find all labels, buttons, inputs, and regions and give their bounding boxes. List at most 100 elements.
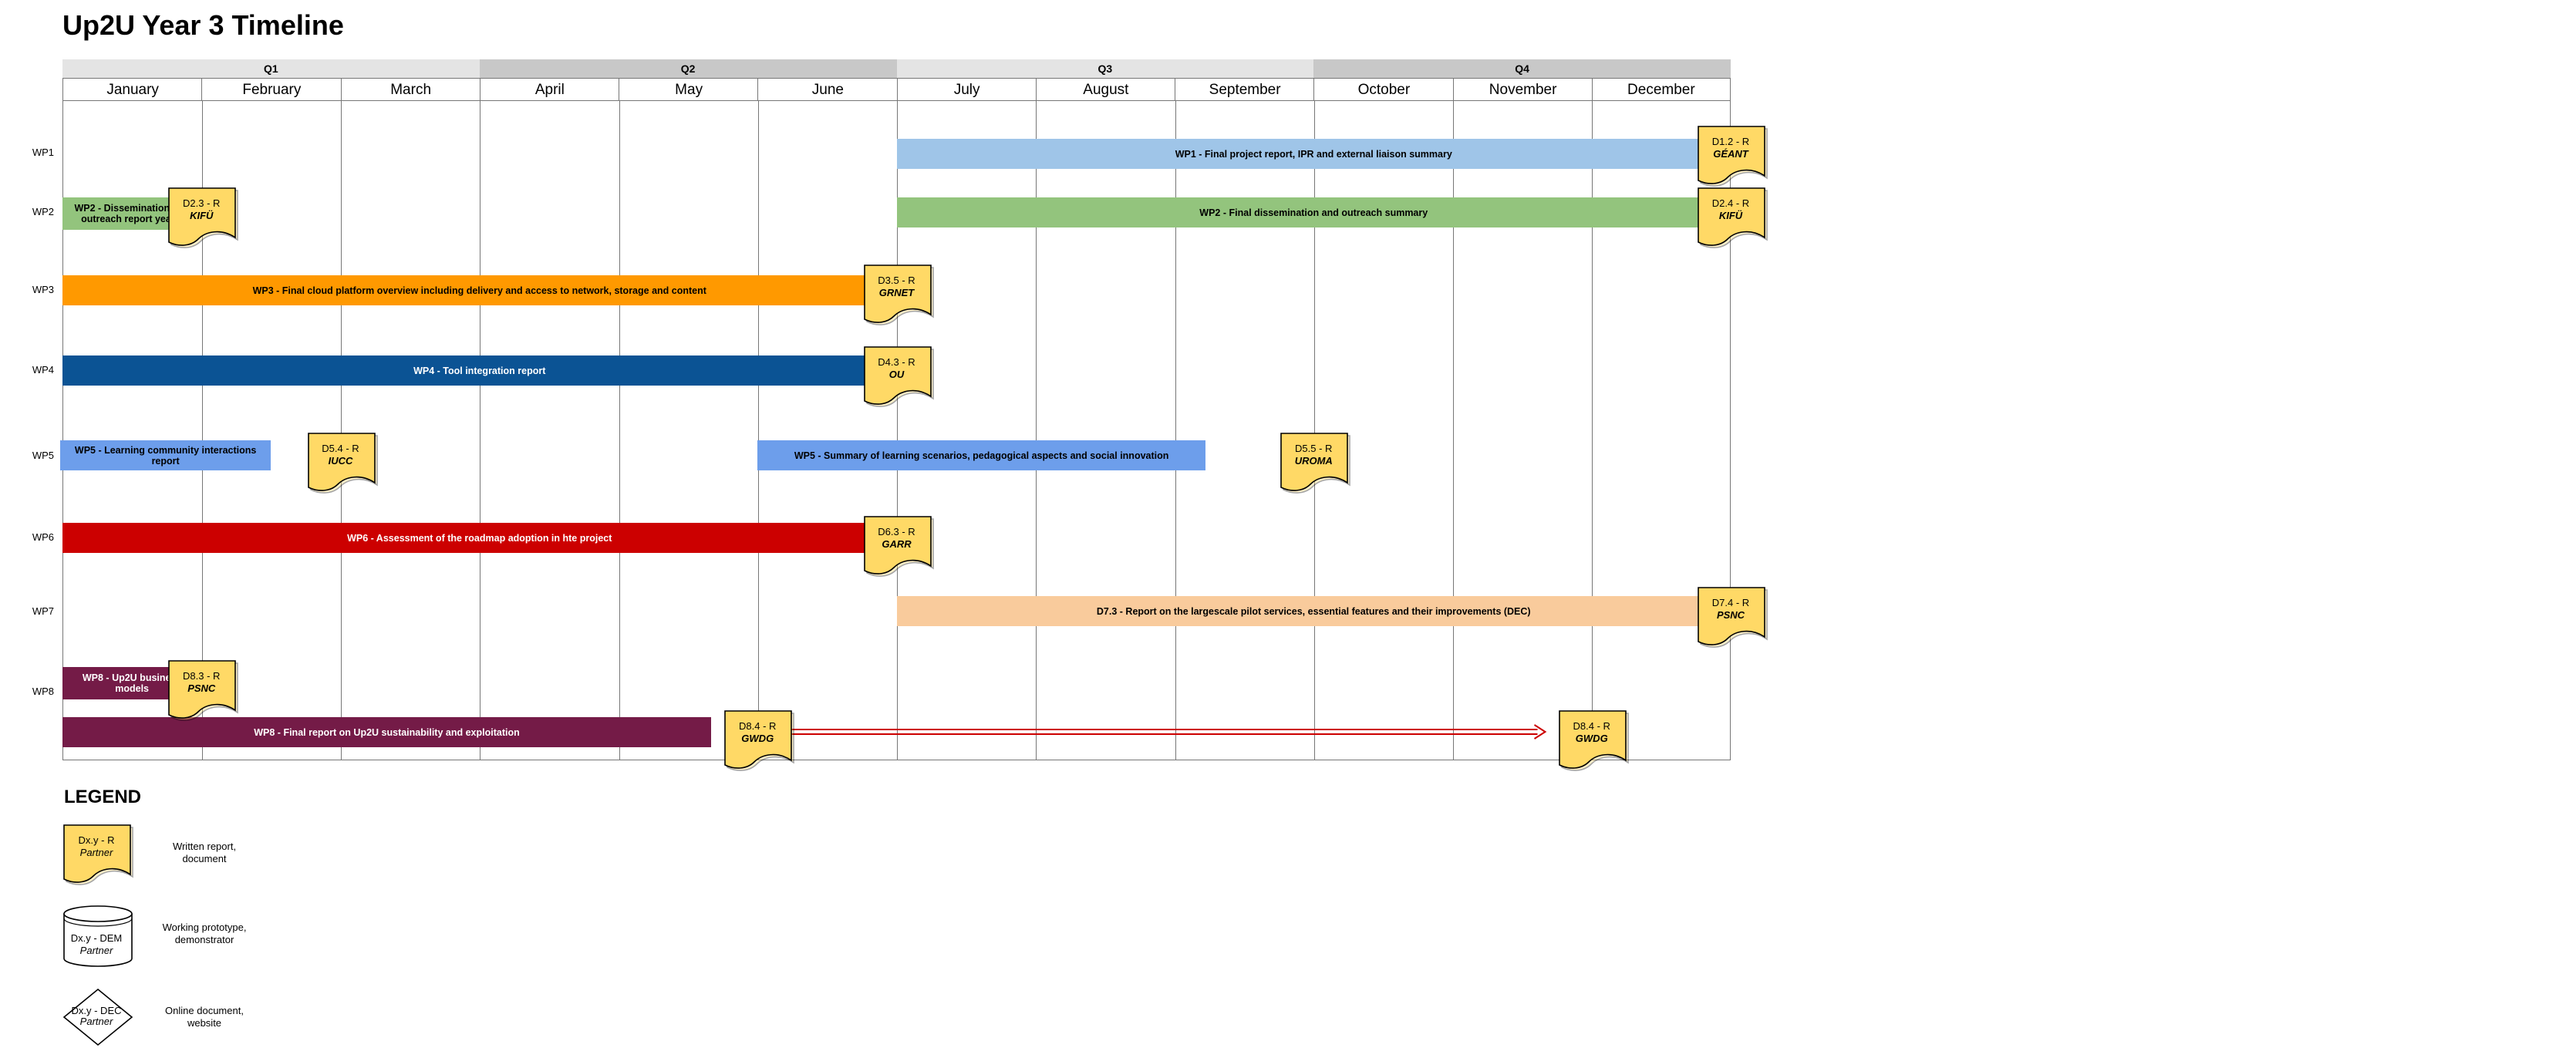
- legend-description-line: website: [187, 1017, 222, 1029]
- month-gridline: [201, 101, 203, 760]
- month-header-november: November: [1452, 78, 1593, 101]
- deliverable-partner: GÉANT: [1713, 148, 1748, 160]
- deliverable-code: D5.4 - R: [322, 443, 359, 454]
- legend-code: Dx.y - R: [78, 834, 115, 846]
- arrow-head: [1533, 724, 1547, 740]
- wp-label-wp3: WP3: [32, 284, 54, 295]
- month-gridline: [1036, 101, 1037, 760]
- bar-wp1-final: WP1 - Final project report, IPR and exte…: [896, 139, 1731, 169]
- month-header-february: February: [201, 78, 342, 101]
- month-gridline: [1592, 101, 1593, 760]
- deliverable-code: D2.3 - R: [183, 197, 221, 209]
- month-header-january: January: [62, 78, 203, 101]
- month-header-october: October: [1313, 78, 1454, 101]
- deliverable-partner: KIFÜ: [190, 210, 214, 221]
- deliverable-partner: PSNC: [1716, 609, 1745, 621]
- deliverable-code: D2.4 - R: [1711, 197, 1750, 209]
- month-gridline: [619, 101, 620, 760]
- legend-code: Dx.y - DEC: [71, 1005, 122, 1016]
- month-header-april: April: [479, 78, 619, 101]
- deliverable-code: D7.4 - R: [1711, 597, 1750, 608]
- month-gridline: [757, 101, 759, 760]
- quarter-header-q3: Q3: [896, 59, 1314, 78]
- bar-wp4-tool: WP4 - Tool integration report: [62, 355, 897, 386]
- timeline-grid: [62, 101, 1731, 760]
- bar-wp5-community: WP5 - Learning community interactions re…: [60, 440, 271, 470]
- continuation-arrow: [756, 724, 1547, 740]
- deliverable-partner: GARR: [882, 538, 912, 550]
- deliverable-partner: IUCC: [328, 455, 353, 467]
- quarter-header-q4: Q4: [1313, 59, 1731, 78]
- wp-label-wp4: WP4: [32, 364, 54, 376]
- legend-code: Dx.y - DEM: [70, 932, 123, 944]
- deliverable-code: D5.5 - R: [1295, 443, 1333, 454]
- bar-wp7-pilot: D7.3 - Report on the largescale pilot se…: [896, 596, 1731, 626]
- deliverable-partner: KIFÜ: [1718, 210, 1743, 221]
- legend-partner: Partner: [79, 945, 113, 956]
- deliverable-partner: PSNC: [187, 682, 216, 694]
- legend-description-line: Working prototype,: [162, 922, 247, 933]
- month-header-june: June: [757, 78, 898, 101]
- bar-wp2-final: WP2 - Final dissemination and outreach s…: [896, 197, 1731, 227]
- deliverable-partner: GRNET: [878, 287, 915, 298]
- deliverable-partner: GWDG: [741, 733, 774, 744]
- wp-label-wp5: WP5: [32, 450, 54, 461]
- legend-partner: Partner: [79, 1016, 113, 1027]
- month-gridline: [1453, 101, 1454, 760]
- month-header-december: December: [1591, 78, 1731, 101]
- legend-partner: Partner: [79, 847, 113, 858]
- deliverable-partner: UROMA: [1294, 455, 1333, 467]
- deliverable-partner: OU: [888, 369, 905, 380]
- month-header-march: March: [340, 78, 480, 101]
- deliverable-code: D8.4 - R: [1573, 720, 1610, 732]
- bar-wp3-final: WP3 - Final cloud platform overview incl…: [62, 275, 897, 305]
- wp-label-wp6: WP6: [32, 531, 54, 543]
- legend-title: LEGEND: [64, 787, 142, 807]
- quarter-header-q1: Q1: [62, 59, 480, 78]
- month-gridline: [1175, 101, 1176, 760]
- legend-description-line: Written report,: [172, 841, 237, 852]
- wp-label-wp2: WP2: [32, 206, 54, 217]
- month-gridline: [1313, 101, 1315, 760]
- month-header-may: May: [619, 78, 759, 101]
- legend-description-cylinder: Working prototype,demonstrator: [143, 922, 266, 946]
- quarter-header-q2: Q2: [479, 59, 897, 78]
- wp-label-wp8: WP8: [32, 686, 54, 697]
- legend-description-line: document: [182, 853, 227, 864]
- month-gridline: [341, 101, 342, 760]
- legend-description-line: Online document,: [165, 1005, 244, 1016]
- legend-description-line: demonstrator: [174, 934, 234, 945]
- bar-wp5-summary: WP5 - Summary of learning scenarios, ped…: [757, 440, 1205, 470]
- month-header-september: September: [1175, 78, 1315, 101]
- deliverable-partner: GWDG: [1575, 733, 1608, 744]
- deliverable-code: D8.4 - R: [739, 720, 777, 732]
- deliverable-code: D3.5 - R: [878, 275, 915, 286]
- page-title: Up2U Year 3 Timeline: [62, 9, 344, 41]
- month-header-august: August: [1035, 78, 1175, 101]
- deliverable-code: D1.2 - R: [1711, 136, 1750, 147]
- bar-wp8-final: WP8 - Final report on Up2U sustainabilit…: [62, 717, 711, 747]
- wp-label-wp7: WP7: [32, 605, 54, 617]
- deliverable-code: D4.3 - R: [878, 356, 915, 368]
- bar-wp6-roadmap: WP6 - Assessment of the roadmap adoption…: [62, 523, 897, 553]
- deliverable-code: D6.3 - R: [878, 526, 915, 537]
- legend-description-diamond: Online document,website: [143, 1005, 266, 1029]
- legend-description-document: Written report,document: [143, 841, 266, 865]
